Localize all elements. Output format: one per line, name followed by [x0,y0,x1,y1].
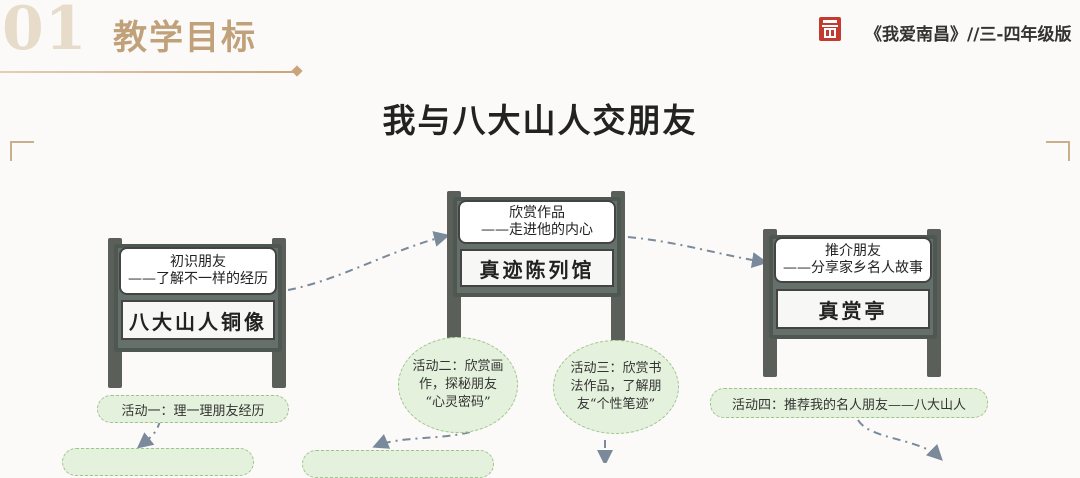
sign-name: 真赏亭 [776,289,930,329]
arrow-sign1-to-sign2 [288,236,446,290]
arrow-act2-down [376,432,470,446]
sign-name: 真迹陈列馆 [460,249,614,287]
signboard-gallery: 欣赏作品 ——走进他的内心 真迹陈列馆 [447,191,627,341]
arrow-act4-down [858,420,940,458]
sign-caption: 初识朋友 ——了解不一样的经历 [119,247,277,295]
next-tag-left [62,448,254,476]
activity-tag-2: 活动二：欣赏画 作，探秘朋友 “心灵密码” [398,337,518,433]
sign-caption: 推介朋友 ——分享家乡名人故事 [774,237,932,283]
next-tag-middle [302,450,494,478]
signboard-bronze-statue: 初识朋友 ——了解不一样的经历 八大山人铜像 [108,238,288,388]
activity-tag-3: 活动三：欣赏书 法作品，了解朋 友“个性笔迹” [553,340,679,434]
arrow-sign2-to-sign3 [628,237,764,262]
activity-tag-1: 活动一：理一理朋友经历 [97,395,289,423]
activity-tag-4: 活动四：推荐我的名人朋友——八大山人 [710,388,988,418]
arrow-act1-down [140,420,160,446]
signboard-pavilion: 推介朋友 ——分享家乡名人故事 真赏亭 [763,229,943,377]
sign-caption: 欣赏作品 ——走进他的内心 [458,200,616,244]
sign-name: 八大山人铜像 [121,300,275,340]
